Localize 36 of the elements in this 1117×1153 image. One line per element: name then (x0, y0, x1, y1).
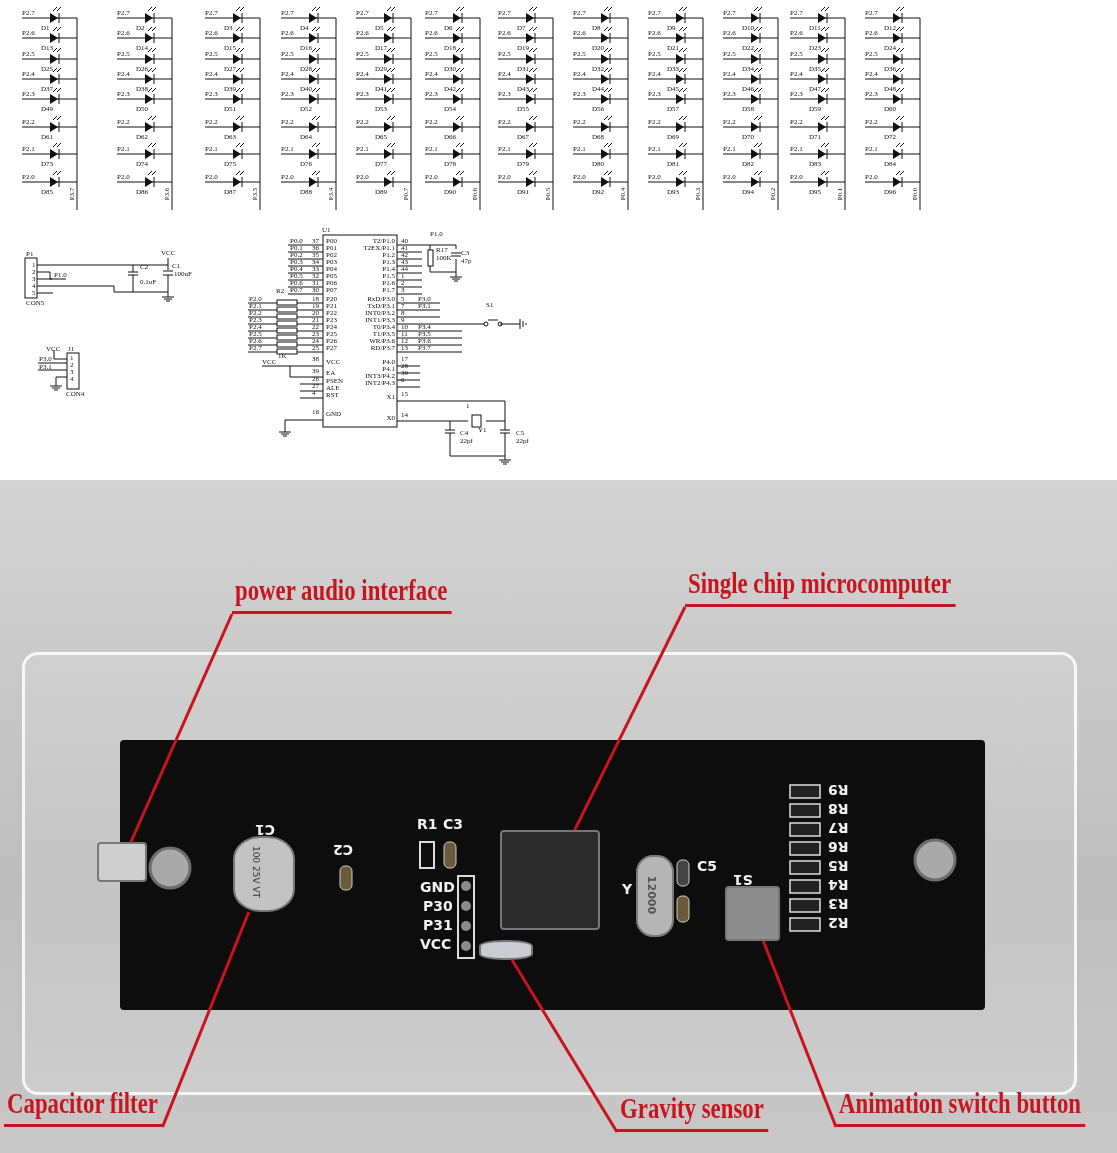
microchip (500, 830, 600, 930)
silkscreen-label: R1 (417, 816, 438, 832)
leader-line (761, 940, 838, 1128)
leader-line (161, 911, 251, 1128)
silkscreen-label: C5 (697, 858, 717, 874)
leader-line (510, 959, 619, 1133)
silkscreen-label: C3 (443, 816, 463, 832)
connector-port (97, 842, 147, 882)
leader-line (573, 606, 687, 831)
callout-label: Gravity sensor (617, 1091, 769, 1132)
tilt-sensor (479, 940, 533, 960)
silkscreen-label: P30 (423, 898, 453, 914)
push-button (725, 886, 780, 941)
silkscreen-label: P31 (423, 917, 453, 933)
silkscreen-label: R7 (828, 820, 849, 836)
callout-label: Capacitor filter (4, 1086, 163, 1127)
leader-line (129, 613, 234, 843)
callout-label: power audio interface (232, 573, 452, 614)
capacitor (233, 836, 295, 912)
silkscreen-label: R4 (828, 877, 849, 893)
silkscreen-label: R9 (828, 782, 849, 798)
silkscreen-label: S1 (733, 872, 753, 888)
silkscreen-label: C2 (333, 842, 353, 858)
silkscreen-label: C1 (255, 822, 275, 838)
silkscreen-label: Y (622, 881, 633, 897)
silkscreen-label: R2 (828, 915, 849, 931)
silkscreen-label: GND (420, 879, 455, 895)
silkscreen-label: R8 (828, 801, 849, 817)
silkscreen-label: R5 (828, 858, 849, 874)
silkscreen-label: R6 (828, 839, 849, 855)
callout-label: Animation switch button (836, 1086, 1086, 1127)
silkscreen-label: VCC (420, 936, 452, 952)
silkscreen-label: R3 (828, 896, 849, 912)
callout-label: Single chip microcomputer (685, 566, 956, 607)
component-marking: 100 25V VT (250, 845, 263, 899)
component-marking: 12000 (644, 875, 660, 915)
